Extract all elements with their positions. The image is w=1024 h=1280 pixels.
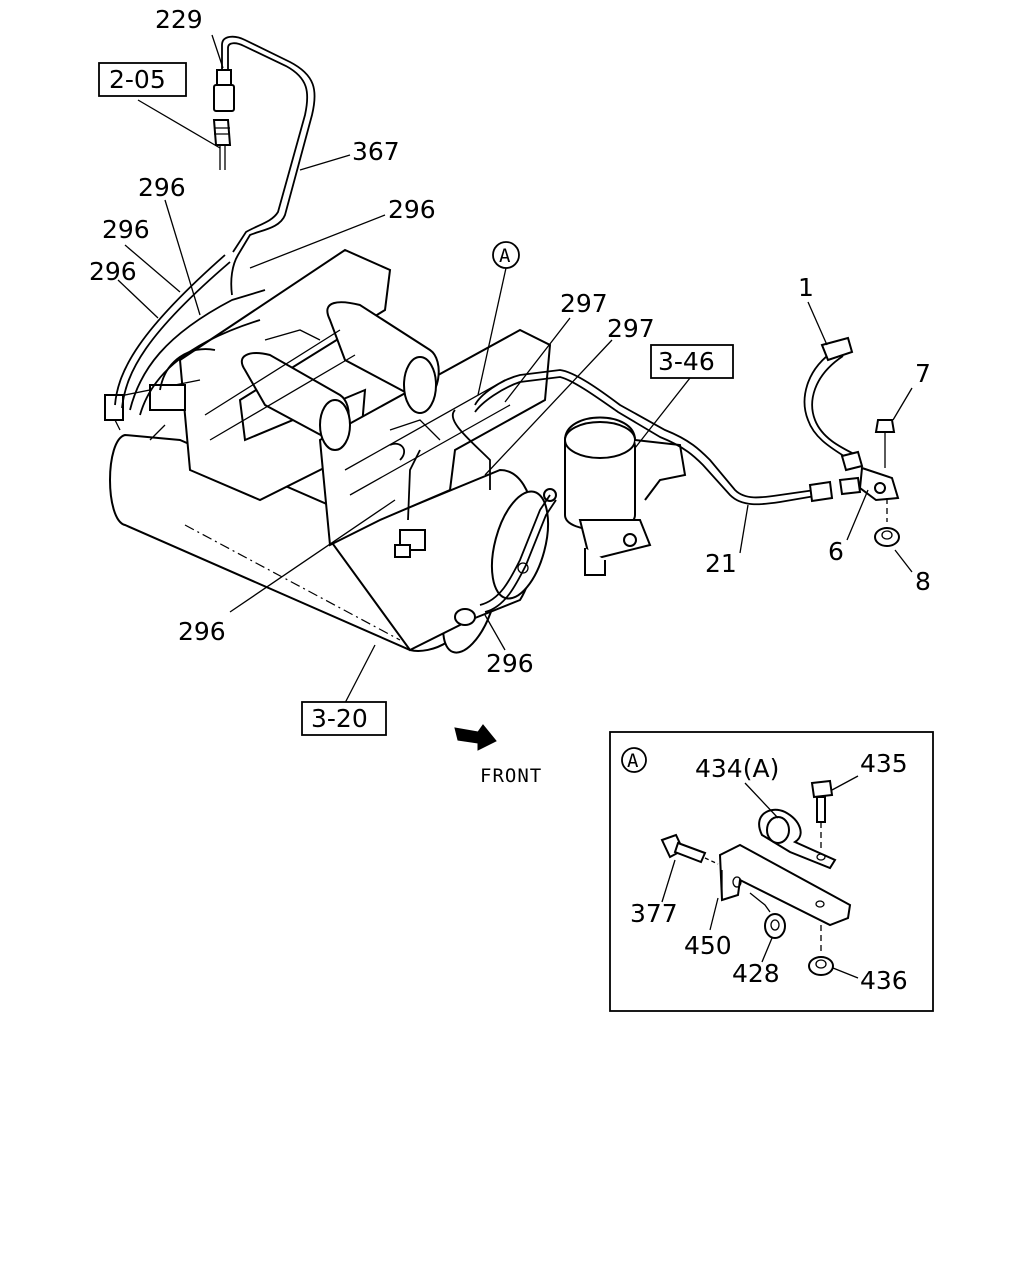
detail-a-inset-marker: A — [627, 750, 639, 772]
callout-21: 21 — [705, 549, 737, 578]
callout-296: 296 — [102, 215, 150, 244]
detail-marker-a-label: A — [499, 245, 511, 267]
ref-3-20: 3-20 — [311, 704, 368, 733]
callout-labels: 229 367 296 296 296 296 296 296 297 297 … — [89, 5, 931, 678]
reference-boxes: 2-05 3-46 3-20 — [98, 62, 734, 736]
front-indicator: FRONT — [454, 724, 542, 787]
callout-436: 436 — [860, 966, 908, 995]
leader-lines — [117, 34, 913, 704]
callout-435: 435 — [860, 749, 908, 778]
air-pipes — [114, 35, 900, 626]
detail-a-inset: A 434(A) 435 377 — [609, 731, 934, 1012]
callout-428: 428 — [732, 959, 780, 988]
callout-296: 296 — [89, 257, 137, 286]
callout-297: 297 — [607, 314, 655, 343]
callout-7: 7 — [915, 359, 931, 388]
front-arrow-icon — [454, 724, 497, 751]
ref-box-2-05-frame — [98, 62, 187, 97]
detail-marker-a: A — [492, 241, 520, 269]
fitting-229 — [212, 69, 235, 170]
callout-434a: 434(A) — [695, 754, 779, 783]
ref-box-3-20-frame — [301, 701, 387, 736]
callout-367: 367 — [352, 137, 400, 166]
callout-6: 6 — [828, 537, 844, 566]
callout-297: 297 — [560, 289, 608, 318]
air-tank-assembly — [104, 248, 552, 654]
callout-296: 296 — [388, 195, 436, 224]
callout-450: 450 — [684, 931, 732, 960]
callout-296: 296 — [486, 649, 534, 678]
ref-box-3-46-frame — [650, 344, 734, 379]
air-dryer — [543, 416, 687, 576]
front-label: FRONT — [480, 765, 542, 787]
callout-296: 296 — [138, 173, 186, 202]
callout-377: 377 — [630, 899, 678, 928]
ref-3-46: 3-46 — [658, 347, 715, 376]
callout-8: 8 — [915, 567, 931, 596]
callout-1: 1 — [798, 273, 814, 302]
ref-2-05: 2-05 — [109, 65, 166, 94]
callout-296: 296 — [178, 617, 226, 646]
callout-229: 229 — [155, 5, 203, 34]
